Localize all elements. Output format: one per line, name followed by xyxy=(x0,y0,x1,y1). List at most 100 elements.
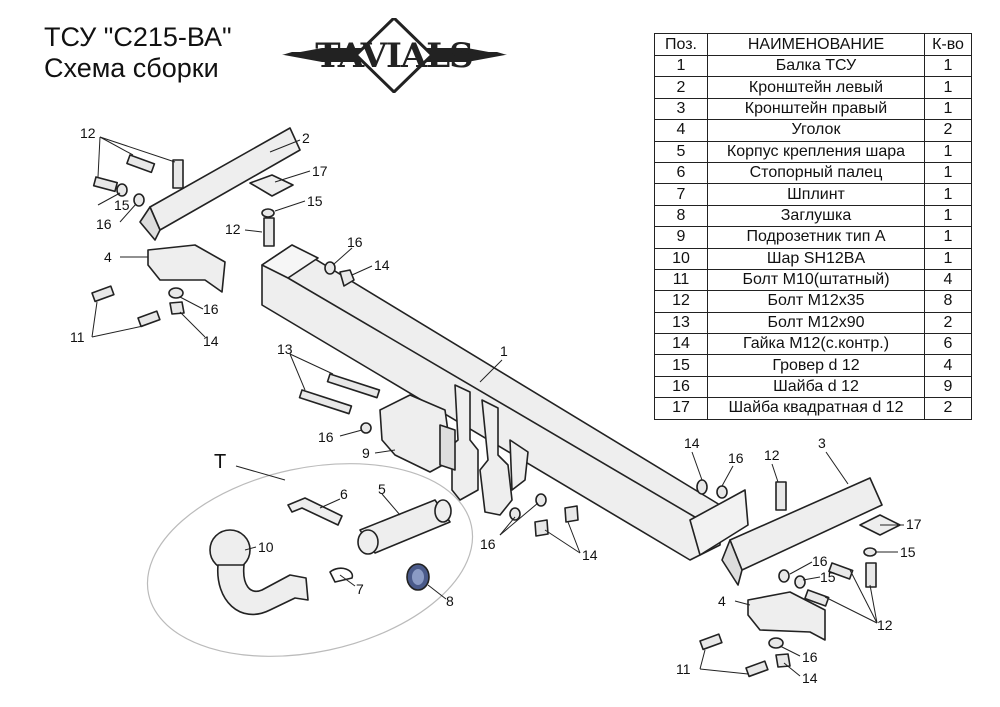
parts-table-header: Поз. НАИМЕНОВАНИЕ К-во xyxy=(654,33,972,56)
callout-14: 14 xyxy=(374,257,390,273)
locking-pin xyxy=(287,497,343,526)
cell-name: Гровер d 12 xyxy=(707,354,925,377)
col-quantity: К-во xyxy=(924,33,972,56)
callout-16: 16 xyxy=(802,649,818,665)
callout-12: 12 xyxy=(764,447,780,463)
callout-16: 16 xyxy=(347,234,363,250)
callout-t: T xyxy=(214,451,226,473)
cell-position: 12 xyxy=(654,290,708,313)
callout-7: 7 xyxy=(356,581,364,597)
left-bracket xyxy=(139,127,301,241)
callout-17: 17 xyxy=(312,163,328,179)
callout-4: 4 xyxy=(104,249,112,265)
cell-quantity: 6 xyxy=(924,333,972,356)
callout-leaders xyxy=(91,136,904,677)
callout-17: 17 xyxy=(906,516,922,532)
callout-16: 16 xyxy=(812,553,828,569)
cell-name: Шплинт xyxy=(707,183,925,206)
callout-16: 16 xyxy=(203,301,219,317)
callout-15: 15 xyxy=(900,544,916,560)
ball-housing xyxy=(357,499,452,555)
bolts xyxy=(91,154,877,678)
right-bracket xyxy=(721,477,883,586)
title-product: ТСУ "С215-ВА" xyxy=(44,22,232,52)
callout-6: 6 xyxy=(340,486,348,502)
center-brackets xyxy=(451,384,529,516)
callout-9: 9 xyxy=(362,445,370,461)
callout-11: 11 xyxy=(70,329,85,345)
callout-16: 16 xyxy=(96,216,112,232)
nuts-washers xyxy=(116,183,877,668)
callout-8: 8 xyxy=(446,593,454,609)
callout-4: 4 xyxy=(718,593,726,609)
square-washer xyxy=(249,174,294,197)
logo-text: TAVIALS xyxy=(315,36,472,76)
callout-14: 14 xyxy=(582,547,598,563)
cell-quantity: 2 xyxy=(924,397,972,420)
callout-2: 2 xyxy=(302,130,310,146)
cell-position: 11 xyxy=(654,268,708,292)
cell-name: Гайка М12(с.контр.) xyxy=(707,333,925,356)
brand-logo: TAVIALS xyxy=(282,15,507,98)
right-angle xyxy=(747,591,826,641)
callout-labels: 12 2 17 15 16 4 12 16 14 11 16 14 13 1 1… xyxy=(70,125,922,686)
cell-name: Болт М12х90 xyxy=(707,311,925,335)
callout-12: 12 xyxy=(877,617,893,633)
drawing-title: ТСУ "С215-ВА" Схема сборки xyxy=(44,22,232,84)
callout-12: 12 xyxy=(80,125,96,141)
col-position: Поз. xyxy=(654,33,708,56)
cell-name: Шайба d 12 xyxy=(707,375,925,399)
callout-3: 3 xyxy=(818,435,826,451)
callout-14: 14 xyxy=(203,333,219,349)
callout-12: 12 xyxy=(225,221,241,237)
cell-name: Кронштейн правый xyxy=(707,97,925,121)
cell-name: Шар SH12BA xyxy=(707,247,925,270)
left-angle xyxy=(147,244,226,293)
socket-plate xyxy=(379,394,456,473)
callout-15: 15 xyxy=(820,569,836,585)
cell-name: Болт М10(штатный) xyxy=(707,268,925,292)
cell-name: Корпус крепления шара xyxy=(707,140,925,163)
tow-ball xyxy=(209,529,309,616)
callout-15: 15 xyxy=(307,193,323,209)
callout-15: 15 xyxy=(114,197,130,213)
callout-16: 16 xyxy=(480,536,496,552)
callout-11: 11 xyxy=(676,661,691,677)
cell-name: Уголок xyxy=(707,119,925,142)
callout-10: 10 xyxy=(258,539,274,555)
cotter-pin xyxy=(329,567,354,583)
cell-name: Подрозетник тип А xyxy=(707,226,925,249)
title-subtitle: Схема сборки xyxy=(44,53,219,83)
col-name: НАИМЕНОВАНИЕ xyxy=(707,33,925,56)
ball-assembly-outline xyxy=(146,463,474,657)
callout-16: 16 xyxy=(318,429,334,445)
callout-16: 16 xyxy=(728,450,744,466)
cell-position: 17 xyxy=(654,397,708,420)
callout-5: 5 xyxy=(378,481,386,497)
callout-14: 14 xyxy=(802,670,818,686)
callout-1: 1 xyxy=(500,343,508,359)
main-beam xyxy=(261,244,749,561)
cell-name: Кронштейн левый xyxy=(707,76,925,99)
callout-13: 13 xyxy=(277,341,293,357)
callout-14: 14 xyxy=(684,435,700,451)
cell-name: Шайба квадратная d 12 xyxy=(707,397,925,420)
